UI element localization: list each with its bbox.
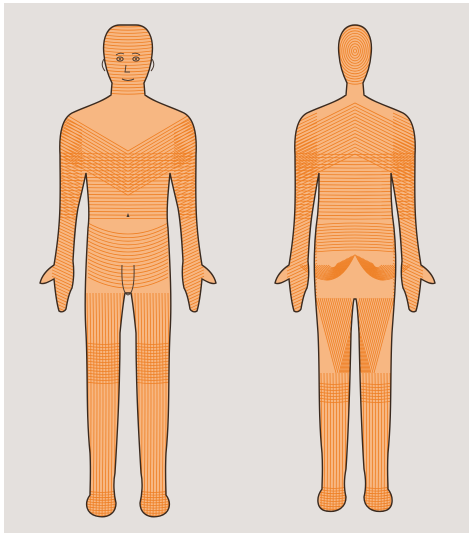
figure-panel: [4, 3, 469, 533]
body-lines-diagram: [4, 3, 469, 533]
left-pupil: [119, 58, 121, 60]
right-pupil: [135, 58, 137, 60]
